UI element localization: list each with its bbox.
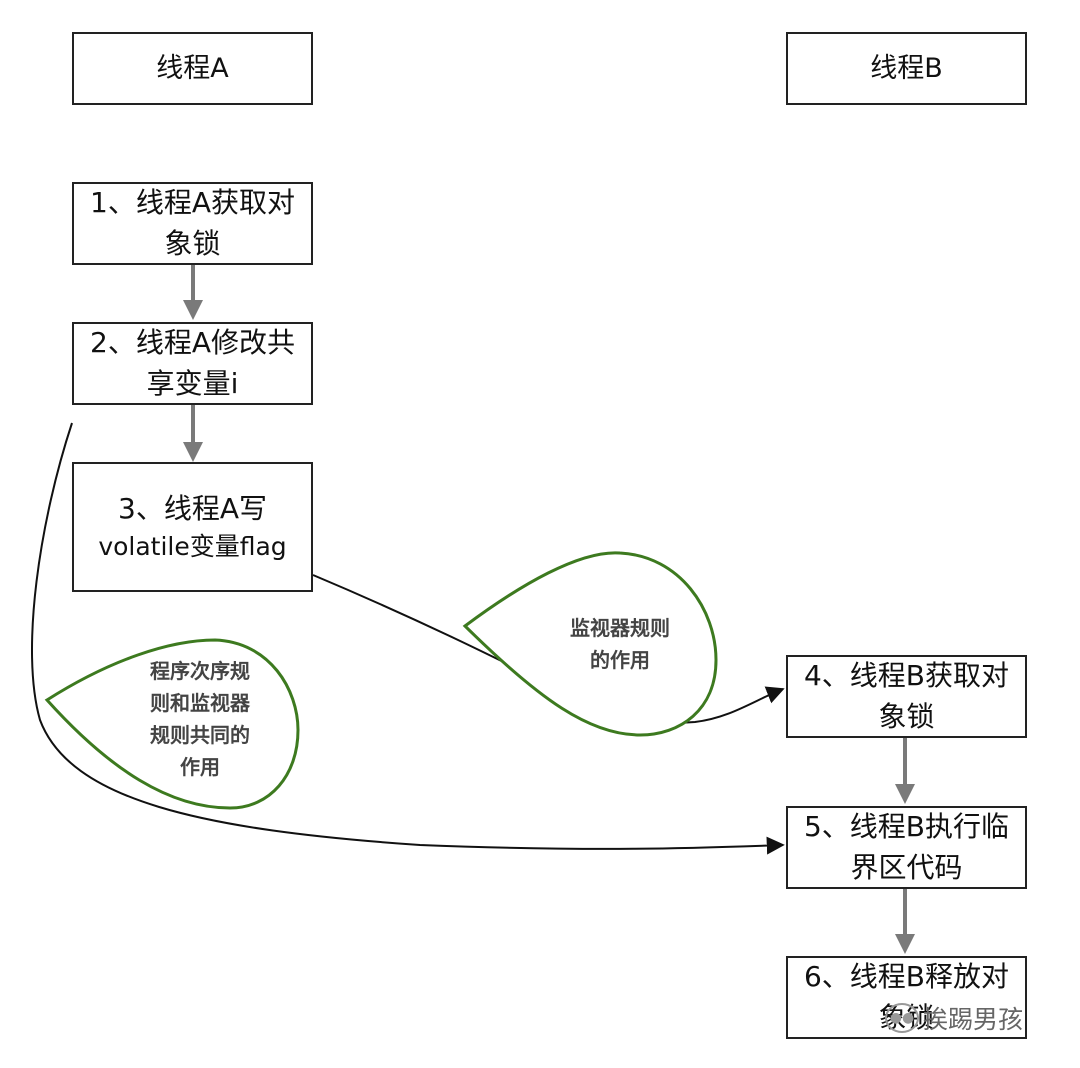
- bubble-monitor-rule: [462, 551, 718, 737]
- step-2-modify-shared-var: 2、线程A修改共 享变量i: [72, 322, 313, 405]
- step-4-line-2: 象锁: [878, 699, 935, 733]
- step-5-line-1: 5、线程B执行临: [803, 809, 1010, 843]
- step-1-line-1: 1、线程A获取对: [90, 185, 295, 219]
- wechat-icon: ●●: [885, 1003, 919, 1033]
- step-4-acquire-lock: 4、线程B获取对 象锁: [786, 655, 1027, 738]
- lane-header-thread-b: 线程B: [786, 32, 1027, 105]
- annotation-monitor-rule: 监视器规则 的作用: [570, 616, 670, 672]
- step-6-line-1: 6、线程B释放对: [803, 959, 1010, 993]
- step-5-critical-section: 5、线程B执行临 界区代码: [786, 806, 1027, 889]
- annotation-combined-rule: 程序次序规 则和监视器 规则共同的 作用: [150, 659, 250, 779]
- step-3-write-volatile: 3、线程A写 volatile变量flag: [72, 462, 313, 592]
- bubble-combined-rule: [44, 638, 300, 810]
- step-3-line-2: volatile变量flag: [98, 532, 287, 562]
- step-1-line-2: 象锁: [164, 226, 221, 260]
- watermark: ●● 挨踢男孩: [885, 1000, 1023, 1036]
- step-2-line-2: 享变量i: [146, 366, 239, 400]
- step-4-line-1: 4、线程B获取对: [803, 658, 1010, 692]
- step-2-line-1: 2、线程A修改共: [90, 325, 295, 359]
- step-1-acquire-lock: 1、线程A获取对 象锁: [72, 182, 313, 265]
- watermark-text: 挨踢男孩: [923, 1005, 1024, 1034]
- lane-header-thread-a: 线程A: [72, 32, 313, 105]
- edge-2-to-5: [30, 422, 785, 855]
- step-5-line-2: 界区代码: [850, 850, 963, 884]
- step-3-line-1: 3、线程A写: [118, 491, 267, 525]
